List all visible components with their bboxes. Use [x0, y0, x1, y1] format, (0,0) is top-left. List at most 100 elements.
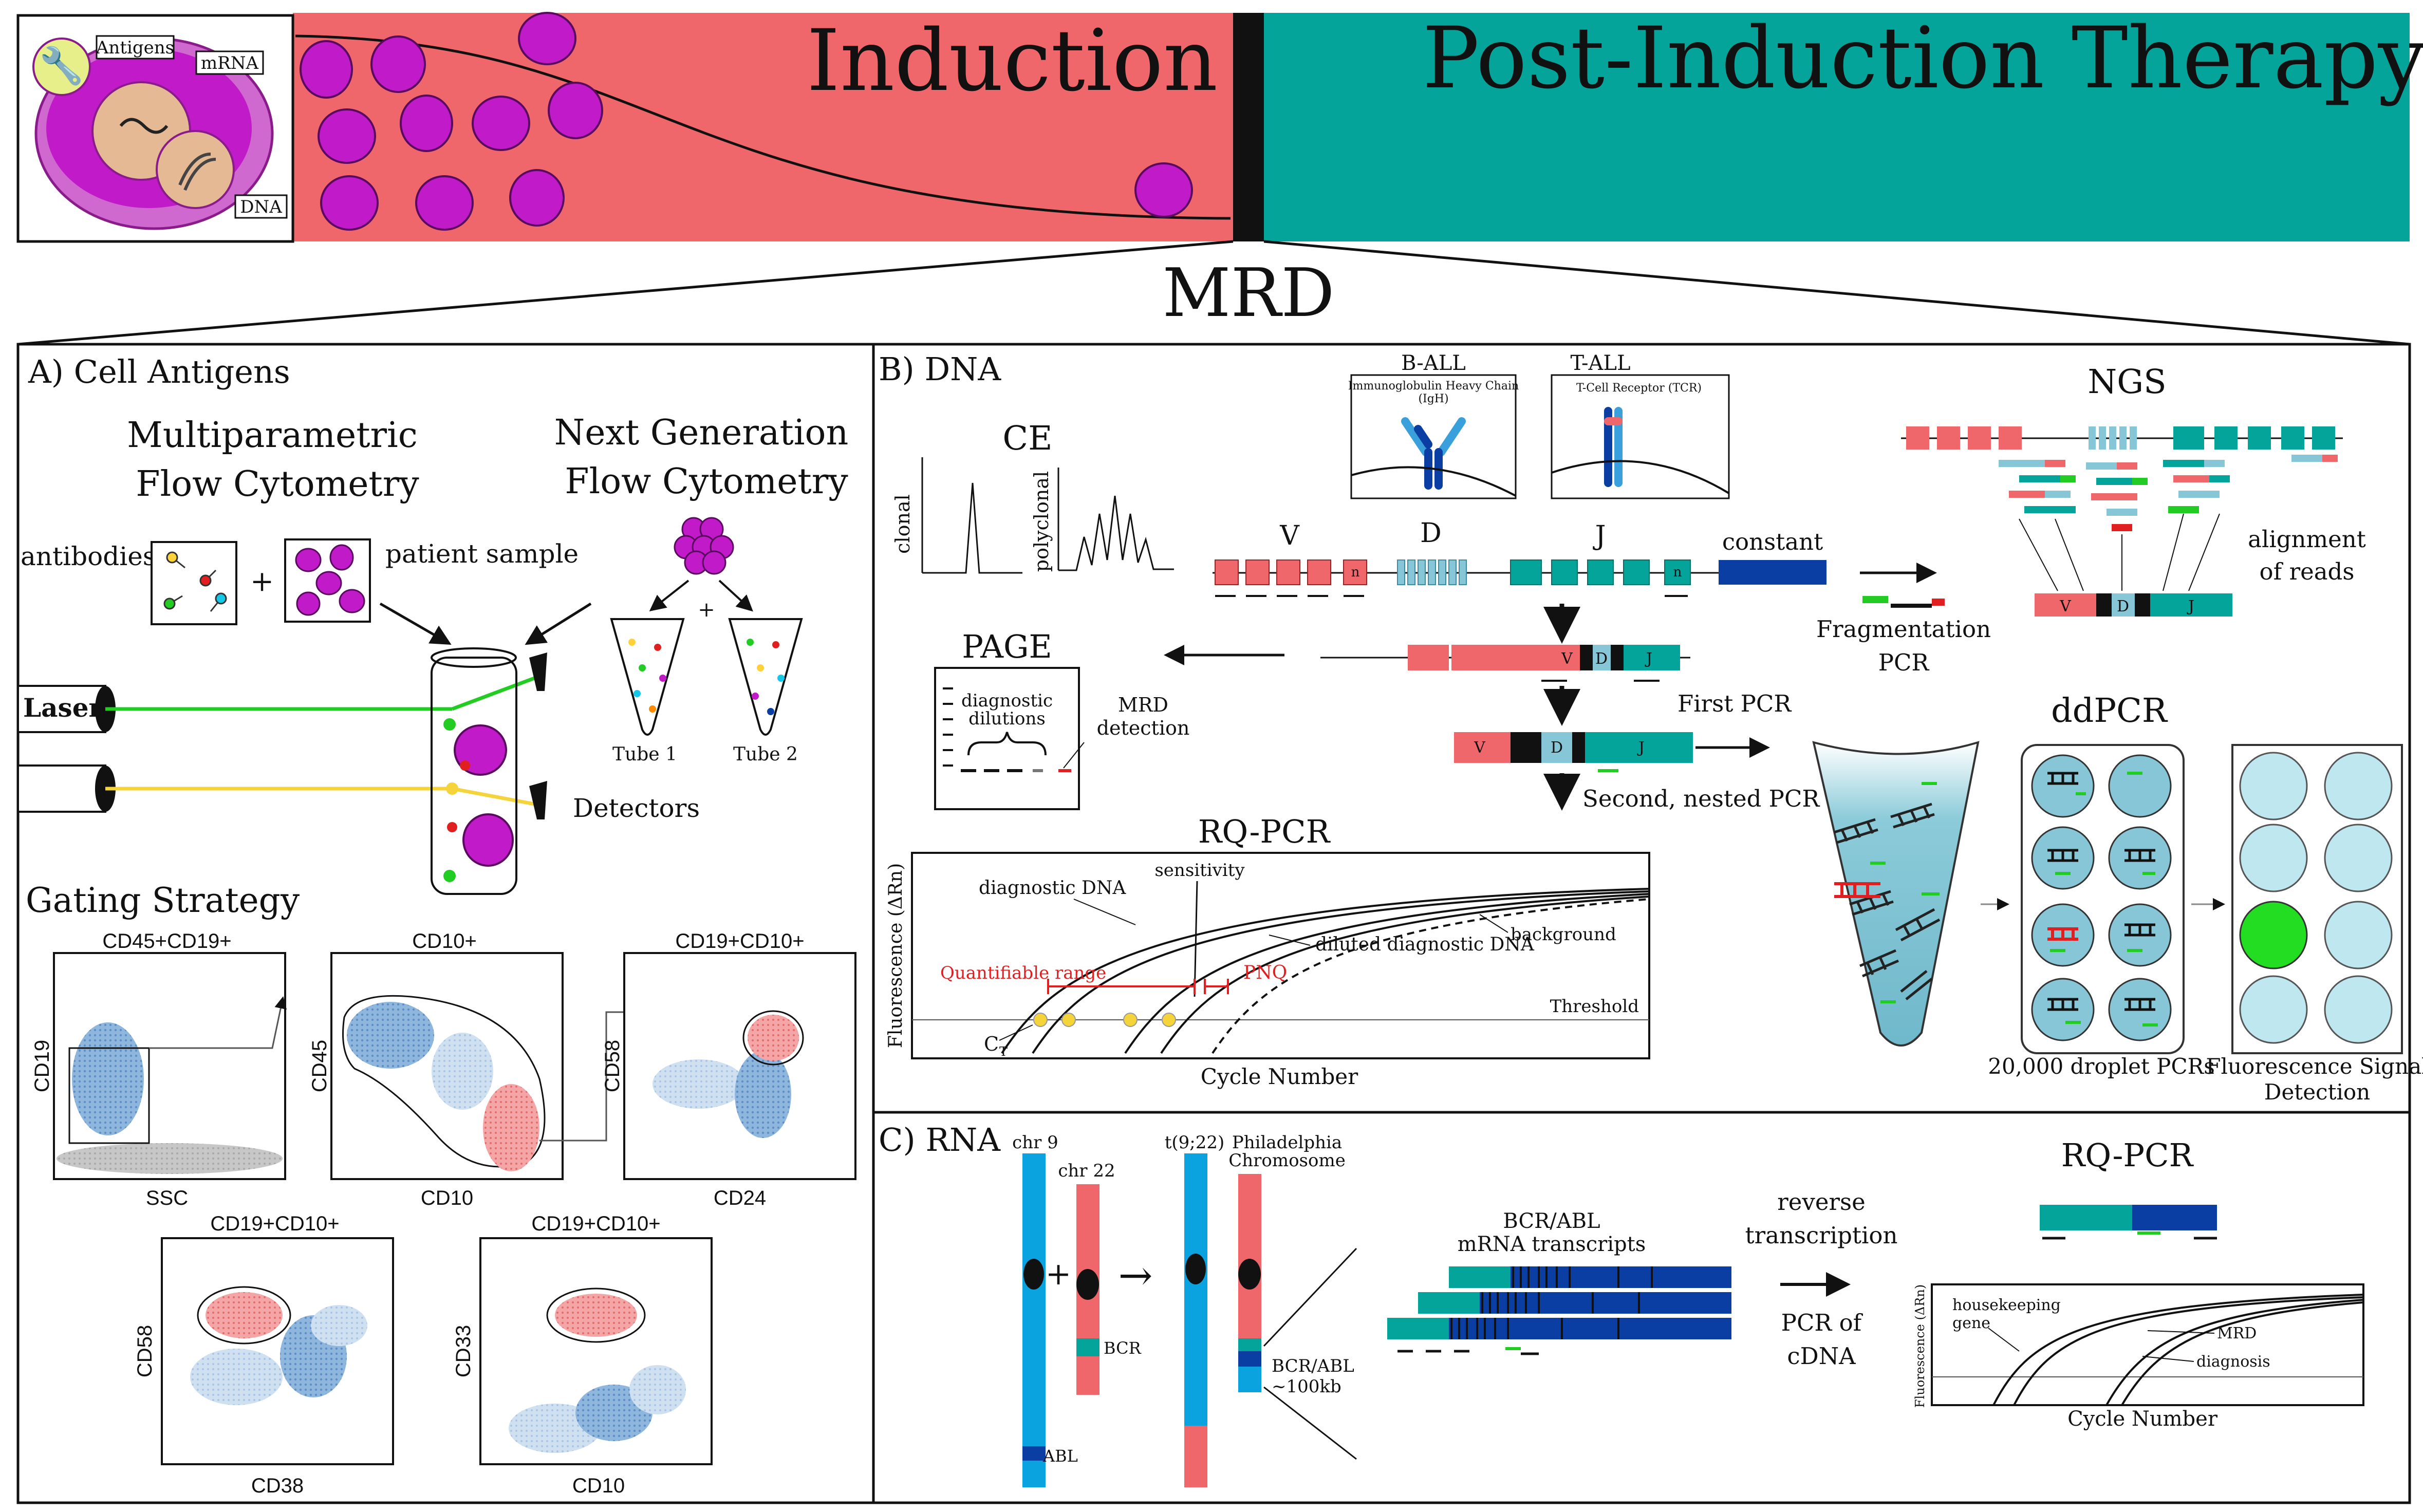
rearranged-j: J — [1645, 650, 1652, 668]
plot-3-title: CD19+CD10+ — [675, 930, 804, 953]
housekeeping-2: gene — [1952, 1314, 1990, 1332]
ngs-d-segments — [2089, 426, 2137, 450]
page-diag-2: dilutions — [968, 708, 1046, 729]
gating-plot-1: CD45+CD19+ CD19 SSC — [31, 930, 286, 1209]
mrd-curve-label: MRD — [2217, 1324, 2257, 1342]
j-label: J — [1593, 520, 1606, 551]
rq-diluted-dna: diluted diagnostic DNA — [1315, 934, 1535, 955]
panel-c-title: C) RNA — [879, 1121, 1001, 1159]
dna-helix-icon — [178, 153, 216, 191]
rq-pnq: PNQ — [1243, 962, 1287, 983]
rna-rq-plot — [1931, 1283, 2364, 1406]
tube-antibodies — [628, 639, 785, 715]
header: Induction Post-Induction Therapy 🔧 Antig… — [16, 9, 2423, 346]
plot-4-xlabel: CD38 — [251, 1474, 304, 1497]
translocation-arrow: → — [1118, 1252, 1152, 1299]
mrna-label-1: BCR/ABL — [1503, 1209, 1600, 1233]
mrna-strand-icon — [119, 118, 169, 134]
chr9 — [1022, 1153, 1046, 1487]
detector-1-icon — [529, 652, 547, 691]
ce-polyclonal-label: polyclonal — [1030, 471, 1053, 572]
ct-points — [1033, 1013, 1176, 1027]
ddpcr-target-ladder — [1834, 882, 1880, 898]
ball-title: B-ALL — [1401, 351, 1466, 375]
ddpcr-ladders — [1834, 802, 1941, 1000]
ball-subtitle-2: (IgH) — [1418, 393, 1448, 405]
gating-title: Gating Strategy — [26, 881, 300, 920]
rq-background: background — [1511, 924, 1616, 945]
ddpcr-tube — [1812, 741, 1980, 1047]
laser-body-1 — [17, 685, 106, 733]
plot-2-title: CD10+ — [412, 930, 477, 953]
amp-curve-diluted — [1212, 898, 1650, 1054]
chr22-label: chr 22 — [1058, 1161, 1115, 1181]
d-segments — [1397, 559, 1467, 585]
mfc-title-line2: Flow Cytometry — [136, 464, 419, 505]
j-n-label: n — [1673, 565, 1682, 580]
pcr-product-d: D — [1551, 739, 1563, 757]
post-induction-title: Post-Induction Therapy — [1422, 9, 2423, 107]
alignment-label-1: alignment — [2248, 526, 2366, 553]
laser-label: Laser — [23, 693, 103, 723]
detectors-label: Detectors — [573, 793, 700, 823]
amp-curve-4 — [1160, 895, 1650, 1054]
ngs-v-segments — [1906, 426, 2022, 450]
page-gel — [934, 667, 1080, 810]
droplet-ladders — [2047, 772, 2155, 1011]
plot-1-ylabel: CD19 — [31, 1040, 53, 1092]
aligned-d: D — [2117, 598, 2129, 615]
d-label: D — [1420, 518, 1442, 549]
dna-label: DNA — [240, 197, 282, 217]
fluorescence-droplets — [2239, 752, 2393, 1044]
ball-box — [1350, 374, 1517, 499]
panel-c-border — [872, 1111, 2411, 1504]
panel-dna: B) DNA CE clonal polyclonal B-ALL Immuno… — [872, 343, 2423, 1114]
mrna-label-2: mRNA transcripts — [1458, 1233, 1646, 1256]
ball-subtitle-1: Immunoglobulin Heavy Chain — [1348, 380, 1519, 393]
rearranged-d: D — [1595, 650, 1608, 668]
rq-xlabel: Cycle Number — [1201, 1064, 1358, 1089]
philadelphia-label-1: Philadelphia — [1232, 1132, 1342, 1153]
blast-cell — [300, 40, 353, 99]
rq-ct: C — [984, 1033, 999, 1055]
mfc-title-line1: Multiparametric — [127, 415, 418, 456]
tall-subtitle: T-Cell Receptor (TCR) — [1576, 382, 1702, 395]
mrna-bands — [1450, 1266, 1653, 1339]
rq-pcr-title: RQ-PCR — [1198, 813, 1331, 850]
t922-label: t(9;22) — [1165, 1132, 1225, 1153]
zoom-line-left — [17, 240, 1234, 346]
j-segments — [1510, 559, 1691, 585]
constant-segment — [1719, 560, 1826, 585]
zoom-line-right — [1263, 240, 2410, 346]
plus-sign: + — [250, 565, 274, 598]
plot-5-xlabel: CD10 — [572, 1474, 625, 1497]
antibodies-label: antibodies — [21, 542, 156, 571]
gating-plot-5: CD19+CD10+ CD33 CD10 — [452, 1212, 713, 1497]
fragmentation-label-1: Fragmentation — [1816, 615, 1991, 643]
diagnosis-curve-label: diagnosis — [2196, 1353, 2270, 1371]
rq-diagnostic-dna: diagnostic DNA — [979, 878, 1126, 899]
pcr-product-j: J — [1637, 739, 1645, 757]
tube-2-icon — [728, 618, 803, 736]
mrd-detection-2: detection — [1097, 717, 1190, 739]
fragmentation-label-2: PCR — [1878, 649, 1930, 676]
rna-primers — [1397, 1350, 1539, 1355]
leukemic-blasts — [300, 12, 1193, 231]
detector-2-icon — [529, 781, 547, 819]
alignment-label-2: of reads — [2260, 558, 2355, 585]
induction-title: Induction — [807, 11, 1218, 110]
rq-ylabel: Fluorescence (ΔRn) — [885, 863, 906, 1048]
ddpcr-title: ddPCR — [2051, 692, 2168, 730]
ngs-reads — [1999, 455, 2338, 531]
ngf-title-line2: Flow Cytometry — [565, 461, 848, 502]
pcr-cdna-1: PCR of — [1781, 1309, 1863, 1336]
gating-plot-4: CD19+CD10+ CD58 CD38 — [134, 1212, 394, 1497]
rq-quantifiable-range: Quantifiable range — [940, 963, 1106, 983]
plot-4-title: CD19+CD10+ — [210, 1212, 339, 1235]
v-n-label: n — [1351, 565, 1360, 580]
aligned-v: V — [2059, 598, 2072, 615]
tube-1-label: Tube 1 — [612, 744, 677, 765]
flow-cell — [431, 657, 517, 895]
tube-2-label: Tube 2 — [733, 744, 798, 765]
rna-rq-ylabel: Fluorescence (ΔRn) — [1913, 1284, 1927, 1408]
